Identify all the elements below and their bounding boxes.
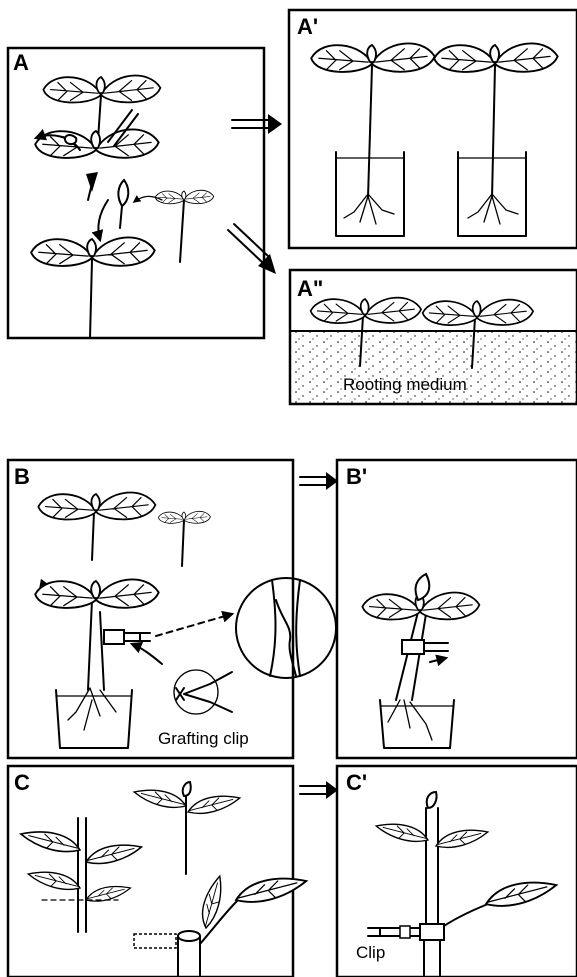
arrow-b-to-b-prime <box>300 477 330 485</box>
clip-c-hint <box>134 934 176 948</box>
clip-on-stem <box>104 630 150 644</box>
panel-b-prime: B' <box>337 460 577 758</box>
scion-seedling <box>38 493 155 560</box>
panel-a-prime-label: A' <box>297 14 318 39</box>
pepper-plant-scion <box>21 818 142 932</box>
rooting-medium-label: Rooting medium <box>343 375 467 394</box>
panel-c: C <box>8 766 306 977</box>
shoot-tip <box>118 180 128 206</box>
panel-a: A <box>8 48 264 338</box>
panel-a-label: A <box>13 50 29 75</box>
pot-b-prime <box>380 700 454 748</box>
cutting-in-water-left <box>311 43 435 236</box>
arrow-c-to-c-prime <box>300 786 330 794</box>
panel-c-prime: C' Clip <box>337 766 577 977</box>
clip-label: Clip <box>356 943 385 962</box>
panel-b: B Grafting clip <box>8 460 336 758</box>
cutting-in-water-right <box>434 43 558 236</box>
grafted-seedling <box>362 574 479 748</box>
grafting-clip-label: Grafting clip <box>158 729 249 748</box>
clip-c-prime <box>368 928 420 936</box>
panel-c-prime-label: C' <box>346 770 367 795</box>
small-scion <box>158 511 210 566</box>
donor-seedling <box>155 190 214 262</box>
panel-a-double-prime: A" Rooting medium <box>290 270 577 404</box>
panel-b-label: B <box>14 464 30 489</box>
scion-shoot <box>134 782 240 874</box>
removed-tip <box>65 135 76 144</box>
arrow-a-to-a-prime <box>232 120 272 128</box>
panel-a-prime: A' <box>289 10 577 248</box>
seedling-bottom <box>31 237 155 338</box>
seedling-cut <box>35 110 159 200</box>
cut-mark <box>86 172 98 192</box>
grafted-pepper <box>368 792 556 977</box>
panel-b-prime-label: B' <box>346 464 367 489</box>
rootstock-stem <box>134 875 306 977</box>
rootstock-seedling <box>35 579 159 748</box>
graft-union-detail <box>236 578 336 678</box>
zoom-arrow <box>156 614 232 636</box>
panel-a-double-prime-label: A" <box>297 276 323 301</box>
arrow-a-to-a-double-prime <box>228 224 268 262</box>
panel-c-label: C <box>14 770 30 795</box>
clip-arrow <box>132 644 162 664</box>
grafting-clip-icon <box>174 670 232 714</box>
